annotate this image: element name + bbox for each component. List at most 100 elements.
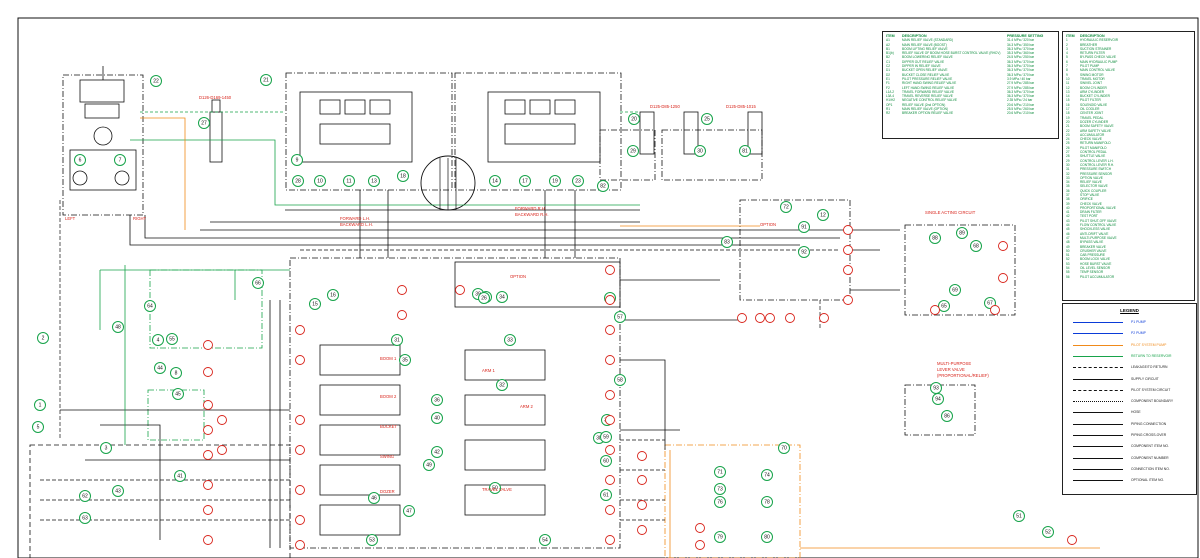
port-marker bbox=[203, 480, 213, 490]
item-number: 27 bbox=[1066, 150, 1070, 155]
spec-description: BREAKER OPTION RELIEF VALVE bbox=[902, 111, 954, 116]
item-number: 32 bbox=[1066, 171, 1070, 176]
legend-swatch bbox=[1073, 389, 1123, 391]
svg-text:82: 82 bbox=[600, 184, 606, 190]
spec-pressure: 35.3 MPa / 360 bar bbox=[1007, 51, 1035, 56]
port-marker bbox=[605, 535, 615, 545]
spec-pressure: 36.3 MPa / 370 bar bbox=[1007, 89, 1035, 94]
item-number: 19 bbox=[1066, 115, 1070, 120]
svg-text:36: 36 bbox=[434, 398, 440, 404]
legend-label: PILOT SYSTEM PUMP bbox=[1131, 342, 1167, 347]
item-description: ACCUMULATOR bbox=[1080, 132, 1105, 137]
part-number-63: 63 bbox=[79, 512, 91, 524]
part-number-2: 2 bbox=[37, 332, 49, 344]
spec-item: F2 bbox=[886, 85, 890, 90]
port-marker bbox=[998, 241, 1008, 251]
part-number-47: 47 bbox=[403, 505, 415, 517]
cylinders bbox=[209, 99, 763, 163]
part-number-43: 43 bbox=[112, 485, 124, 497]
legend-label: OPTIONAL ITEM NO. bbox=[1131, 478, 1165, 483]
item-description: ARM SAFETY VALVE bbox=[1080, 128, 1111, 133]
port-marker bbox=[203, 367, 213, 377]
part-number-49: 49 bbox=[423, 459, 435, 471]
item-number: 44 bbox=[1066, 223, 1070, 228]
svg-text:88: 88 bbox=[932, 236, 938, 242]
label-option: OPTION bbox=[760, 222, 776, 227]
part-number-32: 32 bbox=[496, 379, 508, 391]
part-number-91: 91 bbox=[798, 221, 810, 233]
part-number-44: 44 bbox=[154, 362, 166, 374]
item-description: HYDRAULIC RESERVOIR bbox=[1080, 38, 1119, 43]
spec-description: BUCKET CLOSE RELIEF VALVE bbox=[902, 72, 950, 77]
legend-label: LEAKAGE/TO RETURN bbox=[1131, 365, 1168, 370]
legend-swatch bbox=[1073, 480, 1123, 482]
part-number-40: 40 bbox=[431, 412, 443, 424]
legend-swatch bbox=[1073, 378, 1123, 380]
spec-item: A1 bbox=[886, 38, 890, 43]
spec-description: LEFT HAND SWING RELIEF VALVE bbox=[902, 85, 955, 90]
label-backward-r: BACKWARD R.H. bbox=[515, 212, 549, 217]
part-number-94: 94 bbox=[932, 393, 944, 405]
spec-item: C1 bbox=[886, 59, 891, 64]
item-description: CAB PRESSURE bbox=[1080, 253, 1105, 258]
svg-text:73: 73 bbox=[717, 487, 723, 493]
part-number-51: 51 bbox=[1013, 510, 1025, 522]
item-description: SELECTOR VALVE bbox=[1080, 184, 1108, 189]
item-number: 1 bbox=[1066, 38, 1068, 43]
item-number: 51 bbox=[1066, 253, 1070, 258]
legend-label: RETURN TO RESERVOIR bbox=[1131, 353, 1172, 358]
legend-swatch bbox=[1073, 401, 1123, 403]
port-marker bbox=[203, 400, 213, 410]
item-number: 54 bbox=[1066, 266, 1070, 271]
part-number-74: 74 bbox=[761, 469, 773, 481]
port-marker bbox=[605, 445, 615, 455]
item-description: CHECK VALVE bbox=[1080, 137, 1102, 142]
svg-text:62: 62 bbox=[82, 494, 88, 500]
svg-text:89: 89 bbox=[959, 231, 965, 237]
label-left: LEFT bbox=[65, 216, 76, 221]
item-number: 46 bbox=[1066, 231, 1070, 236]
part-number-34: 34 bbox=[496, 291, 508, 303]
part-number-61: 61 bbox=[600, 489, 612, 501]
item-description: CENTER JOINT bbox=[1080, 111, 1104, 116]
item-number: 42 bbox=[1066, 214, 1070, 219]
svg-text:39: 39 bbox=[475, 292, 481, 298]
spec-col-pressure: PRESSURE SETTING bbox=[1007, 34, 1044, 38]
part-number-16: 16 bbox=[327, 289, 339, 301]
svg-text:67: 67 bbox=[987, 301, 993, 307]
port-marker bbox=[843, 295, 853, 305]
svg-text:53: 53 bbox=[369, 538, 375, 544]
item-description: BYPASS VALVE bbox=[1080, 240, 1104, 245]
label-right: RIGHT bbox=[133, 216, 146, 221]
boom-valve-block bbox=[285, 72, 453, 191]
part-number-89: 89 bbox=[956, 227, 968, 239]
legend-label: P2 PUMP bbox=[1131, 331, 1146, 336]
part-number-27: 27 bbox=[198, 117, 210, 129]
label-arm1: ARM 1 bbox=[482, 368, 495, 373]
svg-text:64: 64 bbox=[147, 304, 153, 310]
svg-text:55: 55 bbox=[169, 337, 175, 343]
svg-text:11: 11 bbox=[346, 179, 351, 185]
part-number-46: 46 bbox=[368, 492, 380, 504]
item-description: CONTROL PEDAL bbox=[1080, 150, 1107, 155]
legend-label: COMPONENT NUMBER bbox=[1131, 455, 1169, 460]
port-marker bbox=[605, 505, 615, 515]
svg-text:86: 86 bbox=[944, 414, 950, 420]
part-number-86: 86 bbox=[941, 410, 953, 422]
svg-text:13: 13 bbox=[371, 179, 377, 185]
spec-pressure: 27.9 MPa / 285 bar bbox=[1007, 81, 1035, 86]
spec-pressure: 36.3 MPa / 370 bar bbox=[1007, 68, 1035, 73]
item-number: 53 bbox=[1066, 261, 1070, 266]
svg-text:52: 52 bbox=[1045, 530, 1051, 536]
item-number: 14 bbox=[1066, 94, 1070, 99]
spec-pressure: 3.9 MPa / 40 bar bbox=[1007, 76, 1031, 81]
